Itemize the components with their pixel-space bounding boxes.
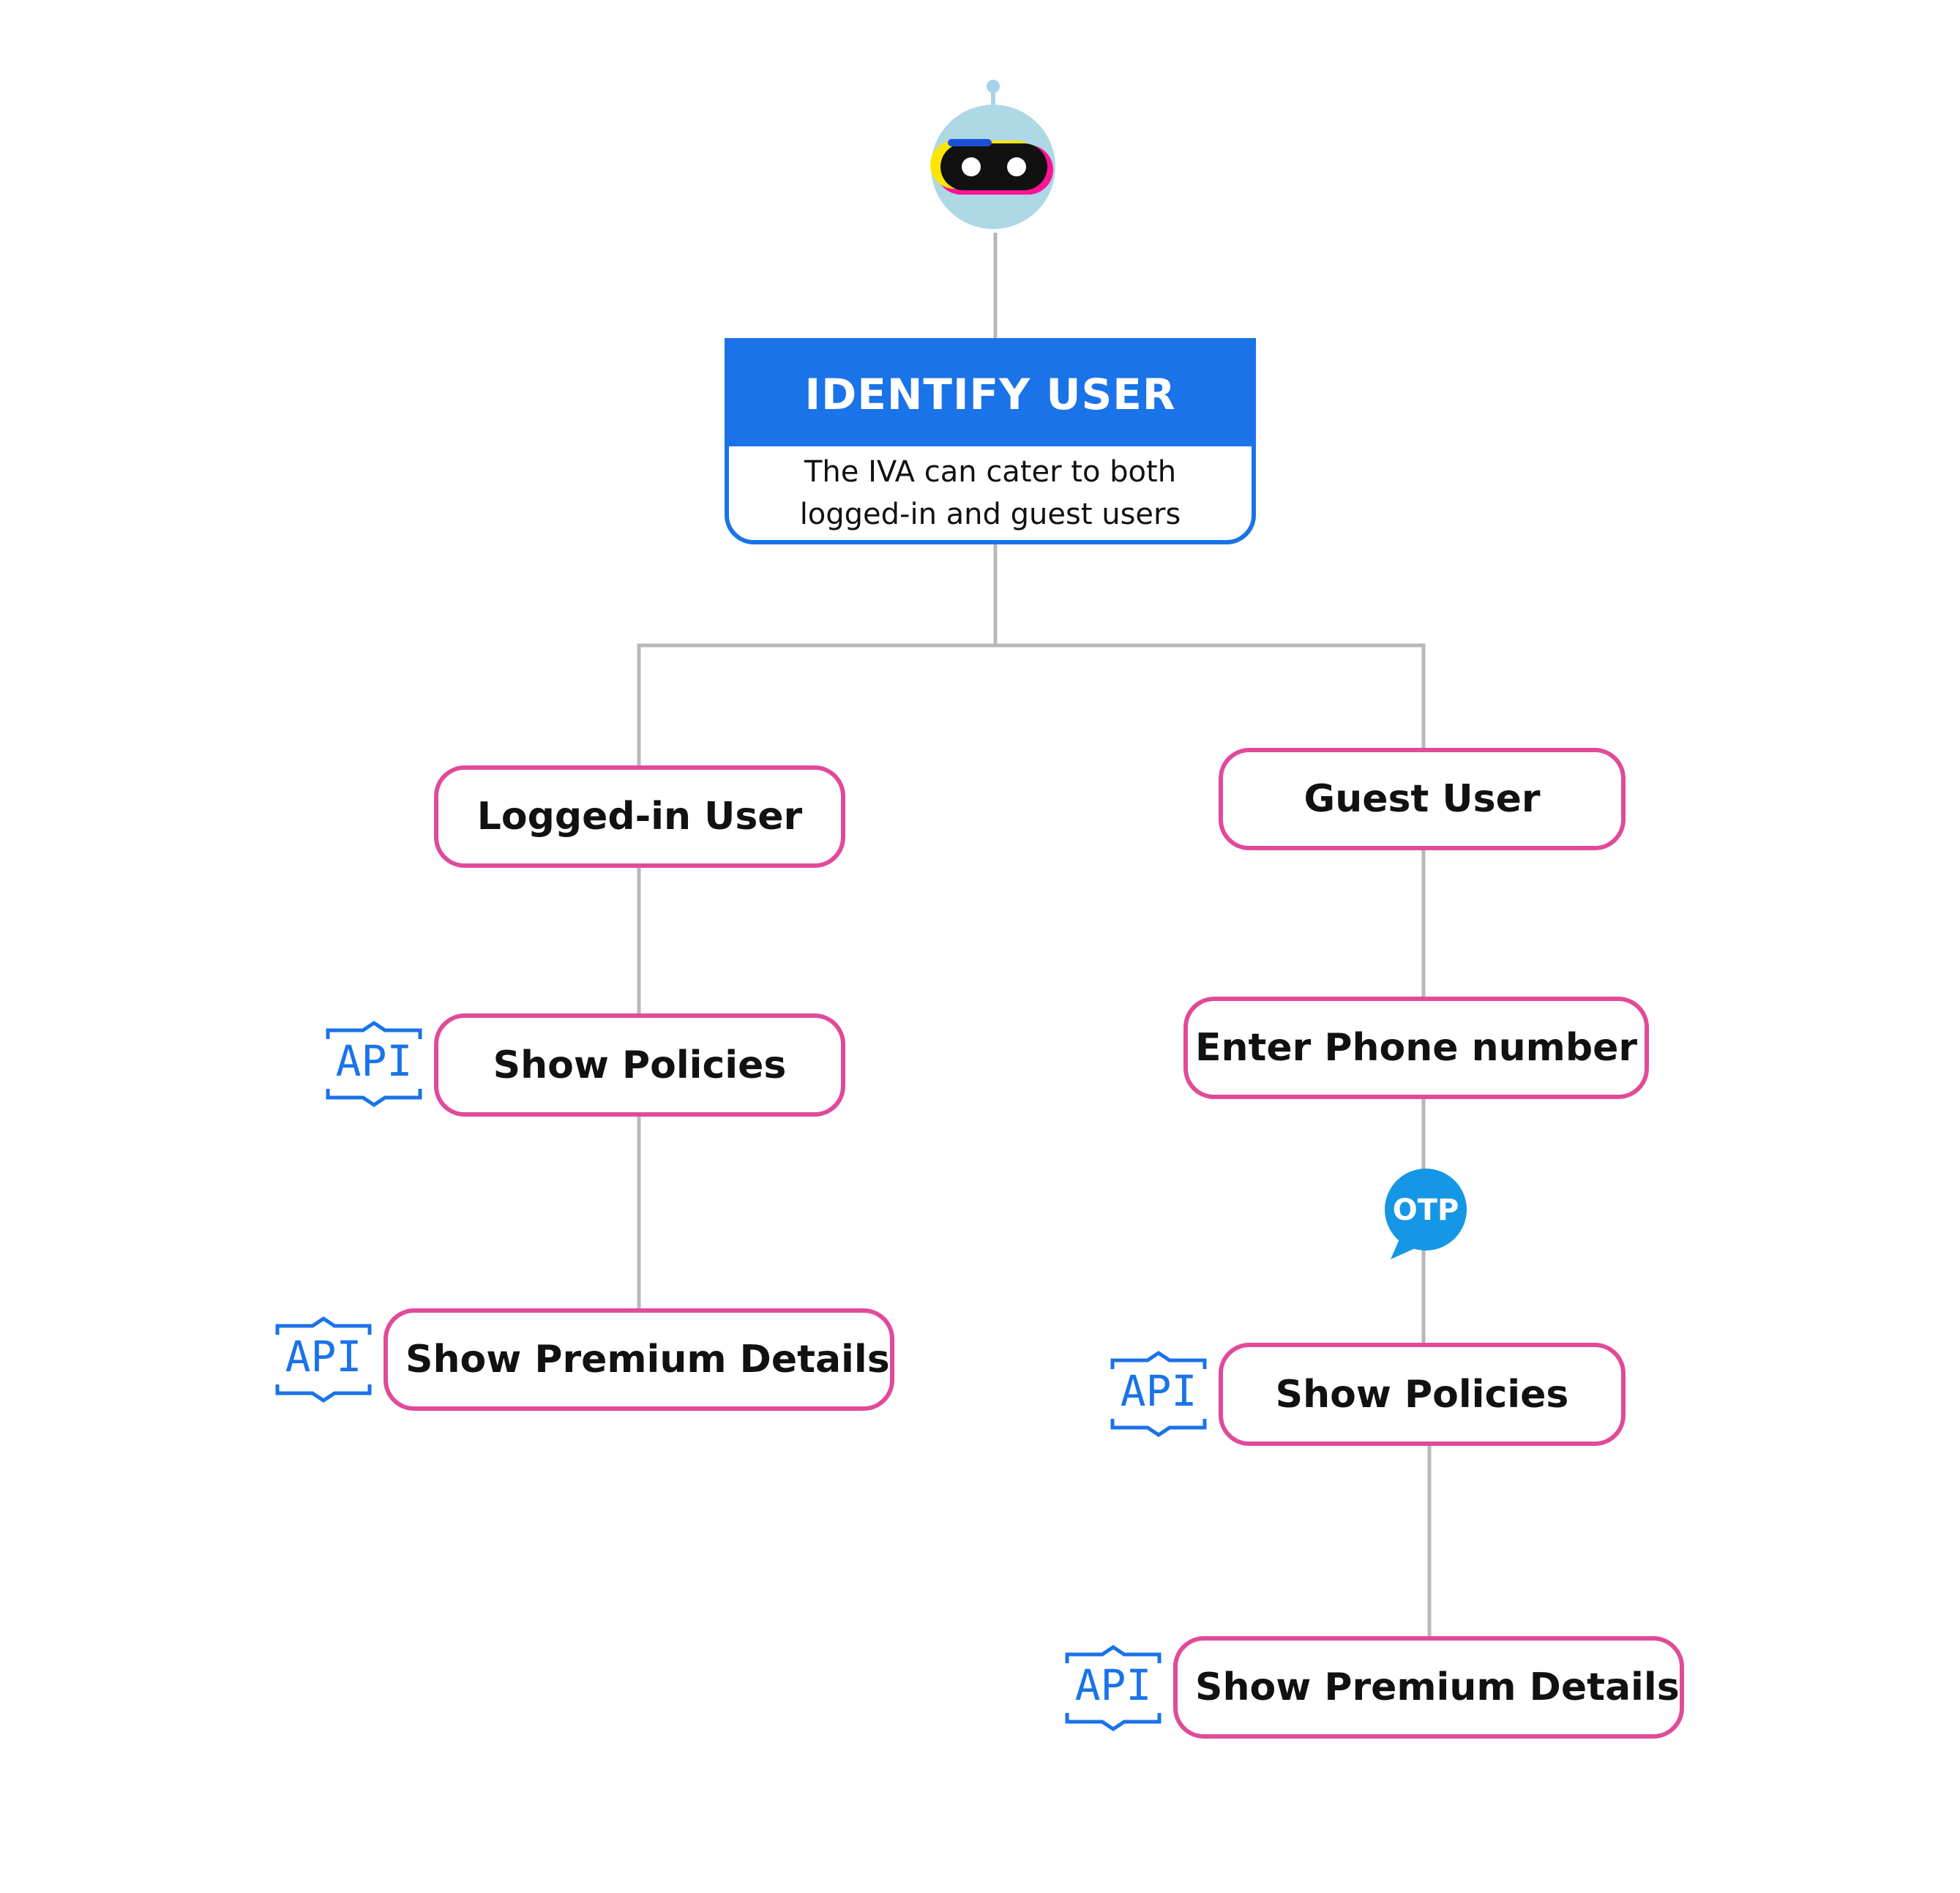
identify-user-description: The IVA can cater to both logged-in and … xyxy=(729,446,1252,536)
bot-mascot-icon xyxy=(930,80,1055,229)
identify-desc-line-2: logged-in and guest users xyxy=(799,498,1181,531)
otp-label: OTP xyxy=(1393,1193,1459,1227)
enter-phone-number-node: Enter Phone number xyxy=(1183,997,1649,1099)
api-label: API xyxy=(1075,1660,1152,1710)
otp-bubble-icon: OTP xyxy=(1385,1169,1467,1259)
api-icon: API xyxy=(326,1020,422,1108)
api-label: API xyxy=(285,1332,362,1382)
identify-user-title: IDENTIFY USER xyxy=(729,342,1252,446)
right-show-premium-details-node: Show Premium Details xyxy=(1173,1636,1684,1739)
logged-in-user-node: Logged-in User xyxy=(434,765,845,868)
left-show-premium-details-node: Show Premium Details xyxy=(384,1308,894,1411)
api-label: API xyxy=(1121,1366,1197,1416)
api-icon: API xyxy=(1065,1644,1162,1732)
identify-user-box: IDENTIFY USER The IVA can cater to both … xyxy=(725,338,1256,544)
guest-user-node: Guest User xyxy=(1219,748,1626,850)
api-icon: API xyxy=(275,1316,372,1403)
api-icon: API xyxy=(1110,1350,1207,1438)
right-show-policies-node: Show Policies xyxy=(1219,1343,1626,1446)
api-label: API xyxy=(336,1036,413,1086)
identify-desc-line-1: The IVA can cater to both xyxy=(804,455,1177,489)
left-show-policies-node: Show Policies xyxy=(434,1013,845,1117)
